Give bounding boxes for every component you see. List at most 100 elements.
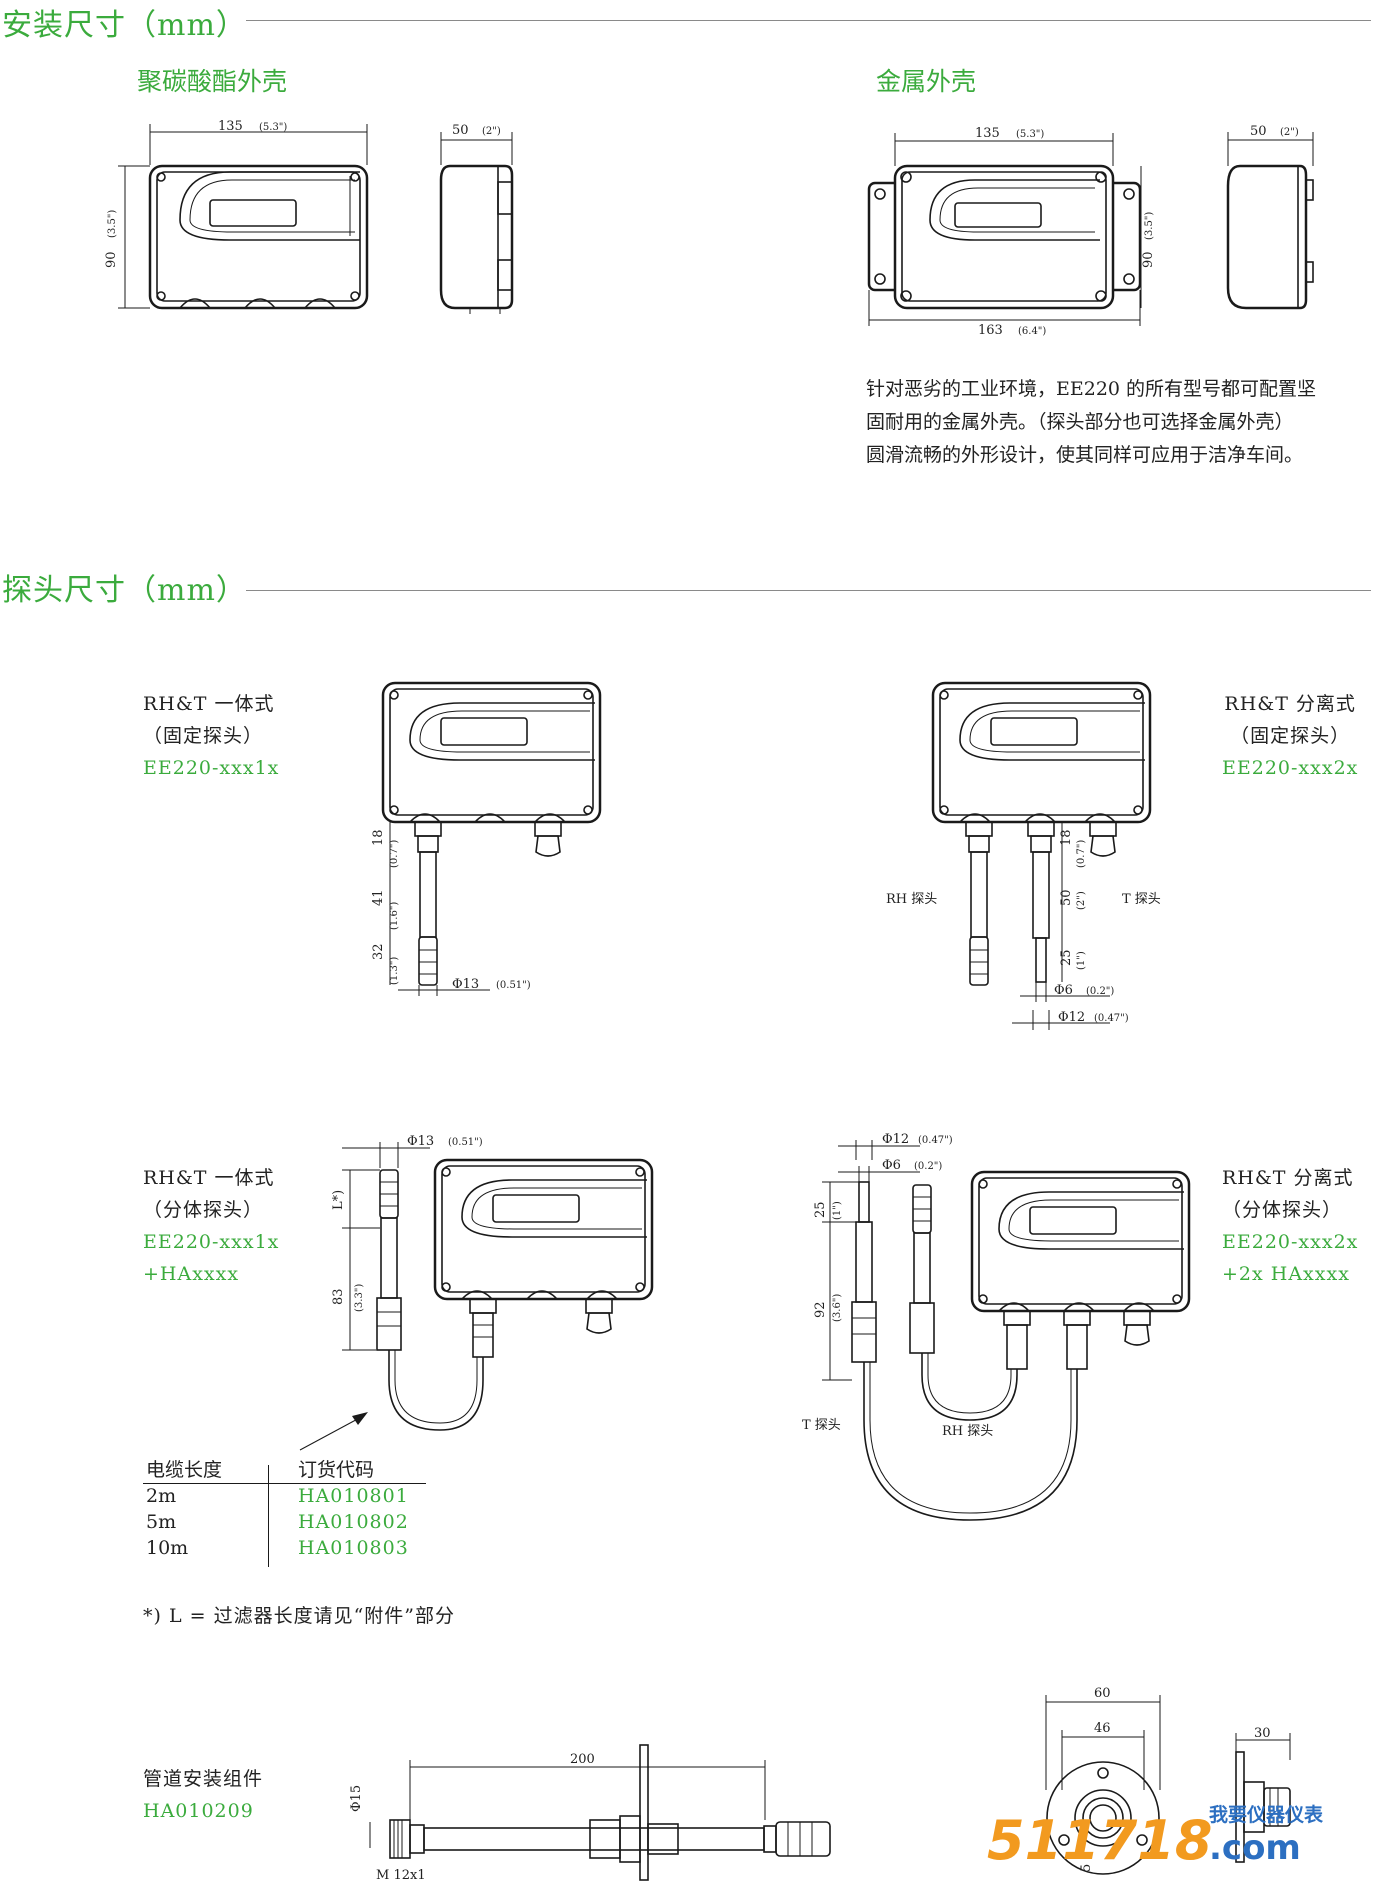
- description-line-3: 圆滑流畅的外形设计，使其同样可应用于洁净车间。: [866, 444, 1304, 466]
- separate-remote-label: RH&T 分离式 （分体探头） EE220-xxx2x +2x HAxxxx: [1222, 1162, 1358, 1290]
- description-line-1: 针对恶劣的工业环境，EE220 的所有型号都可配置坚: [866, 378, 1317, 400]
- install-section-rule: [246, 20, 1371, 21]
- sf-d3: 25: [1059, 949, 1074, 966]
- integrated-remote-label: RH&T 一体式 （分体探头） EE220-xxx1x +HAxxxx: [143, 1162, 279, 1290]
- flange-small: 5: [1079, 1864, 1094, 1872]
- if-d1-in: (0.7"): [389, 840, 400, 868]
- polycarbonate-front-drawing: 135 (5.3") 90 (3.5"): [104, 119, 369, 310]
- sr-dia1: Φ12: [882, 1132, 909, 1147]
- sr-rh-label: RH 探头: [942, 1424, 993, 1439]
- sf-dia1: Φ6: [1054, 983, 1073, 998]
- poly-height-dim: 90: [104, 251, 119, 268]
- separate-fixed-code: EE220-xxx2x: [1222, 757, 1359, 779]
- sr-d1: 25: [813, 1201, 828, 1218]
- cable-row-code: HA010801: [298, 1485, 409, 1507]
- duct-kit-drawing: 200 Φ15 M 12x1 60 46 5 30: [349, 1686, 1291, 1883]
- site-watermark: 511718 我要仪器仪表 .com: [987, 1797, 1347, 1872]
- duct-thread: M 12x1: [376, 1868, 426, 1883]
- sr-t-label: T 探头: [802, 1418, 841, 1433]
- probe-section-rule: [246, 590, 1371, 591]
- sf-d1: 18: [1059, 829, 1074, 846]
- separate-remote-code-2: +2x HAxxxx: [1222, 1263, 1350, 1285]
- if-dia: Φ13: [452, 977, 479, 992]
- metal-total-dim: 163: [978, 323, 1003, 338]
- if-d2-in: (1.6"): [389, 902, 400, 930]
- sr-d2-in: (3.6"): [832, 1294, 843, 1322]
- cable-table: 电缆长度 订货代码 2m HA010801 5m HA010802 10m HA…: [143, 1455, 433, 1567]
- cable-row-length: 5m: [146, 1511, 177, 1533]
- ir-len: 83: [331, 1288, 346, 1305]
- duct-length: 200: [570, 1752, 595, 1767]
- polycarbonate-side-drawing: 50 (2"): [439, 123, 514, 314]
- flange-inner: 46: [1094, 1721, 1111, 1736]
- duct-kit-label: 管道安装组件 HA010209: [143, 1763, 263, 1827]
- sf-d1-in: (0.7"): [1076, 840, 1087, 868]
- ir-len-in: (3.3"): [354, 1284, 365, 1312]
- probe-section-title: 探头尺寸（mm）: [2, 573, 247, 608]
- integrated-fixed-label: RH&T 一体式 （固定探头） EE220-xxx1x: [143, 688, 279, 784]
- cable-header-length: 电缆长度: [146, 1459, 223, 1481]
- poly-height-in: (3.5"): [107, 210, 118, 238]
- watermark-domain: .com: [1209, 1828, 1301, 1868]
- ir-dia-in: (0.51"): [448, 1137, 483, 1148]
- if-d2: 41: [371, 889, 386, 906]
- metal-total-in: (6.4"): [1018, 326, 1046, 337]
- metal-height-in: (3.5"): [1144, 212, 1155, 240]
- metal-front-drawing: 135 (5.3") 90 (3.5") 163 (6.4"): [867, 126, 1156, 338]
- sf-d3-in: (1"): [1076, 951, 1087, 970]
- sf-dia1-in: (0.2"): [1086, 986, 1114, 997]
- integrated-fixed-drawing: 18 (0.7") 41 (1.6") 32 (1.3") Φ13 (0.51"…: [371, 681, 602, 996]
- metal-depth-dim: 50: [1250, 124, 1267, 139]
- poly-width-in: (5.3"): [259, 122, 287, 133]
- cable-row-length: 10m: [146, 1537, 189, 1559]
- cable-table-hline: [143, 1483, 426, 1484]
- install-section-title: 安装尺寸（mm）: [2, 8, 247, 43]
- metal-height-dim: 90: [1141, 251, 1156, 268]
- if-dia-in: (0.51"): [496, 980, 531, 991]
- sr-dia1-in: (0.47"): [918, 1135, 953, 1146]
- poly-width-dim: 135: [218, 119, 243, 134]
- metal-side-drawing: 50 (2"): [1226, 124, 1314, 310]
- cable-header-code: 订货代码: [298, 1459, 375, 1481]
- sr-dia2-in: (0.2"): [914, 1161, 942, 1172]
- integrated-remote-code-2: +HAxxxx: [143, 1263, 240, 1285]
- if-d3-in: (1.3"): [389, 957, 400, 985]
- footnote: *) L = 过滤器长度请见“附件”部分: [143, 1605, 455, 1627]
- watermark-site: 我要仪器仪表: [1209, 1803, 1324, 1826]
- poly-depth-dim: 50: [452, 123, 469, 138]
- sr-dia2: Φ6: [882, 1158, 901, 1173]
- duct-dia: Φ15: [349, 1785, 364, 1812]
- cable-table-vline: [268, 1465, 269, 1567]
- duct-kit-code: HA010209: [143, 1800, 254, 1822]
- poly-depth-in: (2"): [482, 126, 501, 137]
- sf-t-label: T 探头: [1122, 892, 1161, 907]
- flange-depth: 30: [1254, 1726, 1271, 1741]
- cable-row-code: HA010803: [298, 1537, 409, 1559]
- description-line-2: 固耐用的金属外壳。（探头部分也可选择金属外壳）: [866, 411, 1294, 433]
- cable-row-code: HA010802: [298, 1511, 409, 1533]
- separate-remote-code-1: EE220-xxx2x: [1222, 1231, 1359, 1253]
- sr-d2: 92: [813, 1301, 828, 1318]
- sf-dia2: Φ12: [1058, 1010, 1085, 1025]
- metal-width-dim: 135: [975, 126, 1000, 141]
- sf-d2: 50: [1059, 889, 1074, 906]
- sf-dia2-in: (0.47"): [1094, 1013, 1129, 1024]
- ir-len-l: L*): [331, 1190, 346, 1210]
- metal-title: 金属外壳: [876, 67, 977, 96]
- flange-outer: 60: [1094, 1686, 1111, 1701]
- metal-width-in: (5.3"): [1016, 129, 1044, 140]
- watermark-logo: 511718 我要仪器仪表 .com: [987, 1803, 1324, 1872]
- if-d3: 32: [371, 943, 386, 960]
- separate-fixed-label: RH&T 分离式 （固定探头） EE220-xxx2x: [1222, 688, 1358, 784]
- integrated-remote-drawing: Φ13 (0.51") L*) 83 (3.3"): [299, 1134, 654, 1451]
- separate-fixed-drawing: RH 探头 T 探头 18 (0.7") 50 (2") 25 (1") Φ6 …: [886, 681, 1161, 1030]
- if-d1: 18: [371, 829, 386, 846]
- separate-remote-drawing: T 探头 RH 探头 Φ12 (0.47") Φ6 (0.2") 25 (1")…: [802, 1132, 1191, 1521]
- metal-depth-in: (2"): [1280, 127, 1299, 138]
- ir-dia: Φ13: [407, 1134, 434, 1149]
- watermark-number: 511718: [987, 1809, 1212, 1872]
- integrated-fixed-code: EE220-xxx1x: [143, 757, 280, 779]
- integrated-remote-code-1: EE220-xxx1x: [143, 1231, 280, 1253]
- sf-d2-in: (2"): [1076, 891, 1087, 910]
- polycarbonate-title: 聚碳酸酯外壳: [137, 67, 288, 96]
